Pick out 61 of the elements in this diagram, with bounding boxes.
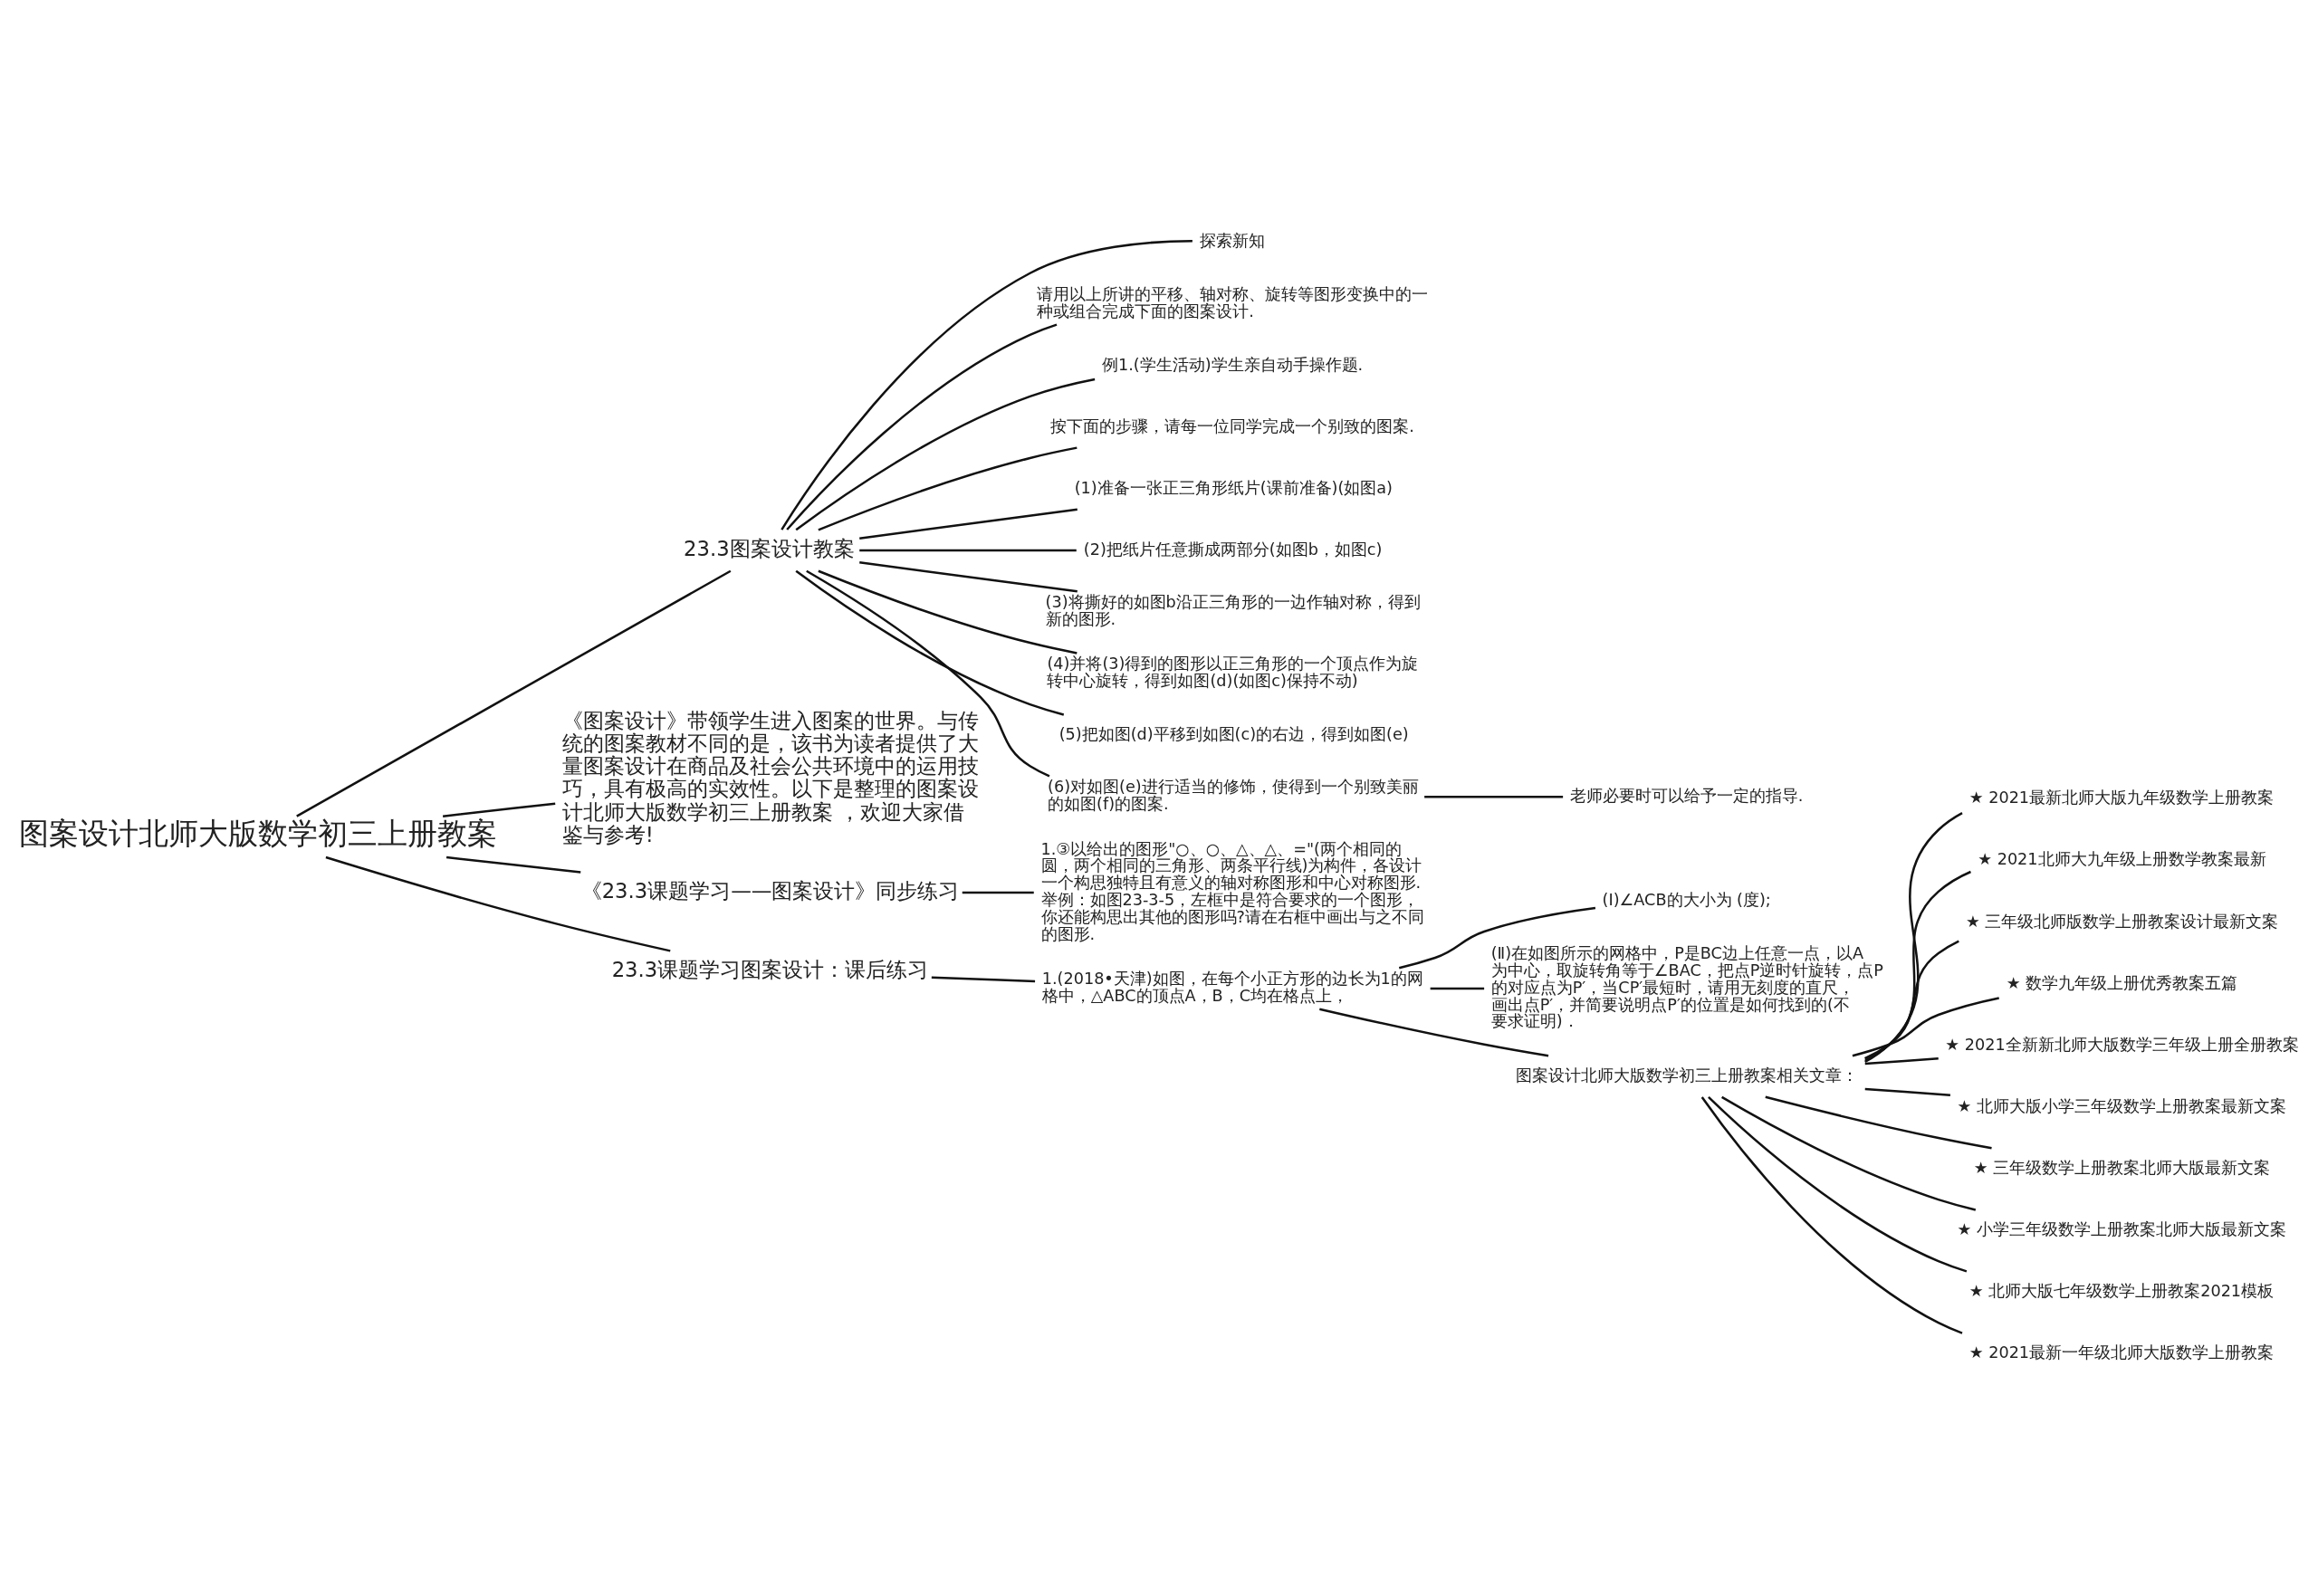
connector — [806, 569, 1050, 778]
connector — [1864, 1087, 1950, 1096]
connector — [325, 855, 671, 952]
node-text: (2)把纸片任意撕成两部分(如图b，如图c) — [1083, 540, 1383, 559]
connector — [1864, 812, 1963, 1064]
connector — [786, 323, 1058, 530]
node-text: 老师必要时可以给予一定的指导. — [1569, 786, 1804, 805]
node-text: ★ 三年级北师版数学上册教案设计最新文案 — [1966, 912, 2279, 931]
connector — [1864, 870, 1971, 1062]
connector — [859, 549, 1077, 552]
node-text: 例1.(学生活动)学生亲自动手操作题. — [1101, 355, 1364, 374]
node-text: 《23.3课题学习——图案设计》同步练习 — [580, 878, 960, 903]
node-text: ★ 数学九年级上册优秀教案五篇 — [2006, 973, 2238, 992]
node-text: 请用以上所讲的平移、轴对称、旋转等图形变换中的一种或组合完成下面的图案设计. — [1037, 284, 1429, 320]
node-text: ★ 2021全新新北师大版数学三年级上册全册教案 — [1945, 1035, 2299, 1054]
node-text: (5)把如图(d)平移到如图(c)的右边，得到如图(e) — [1058, 724, 1409, 743]
connector — [931, 976, 1036, 983]
node-text: 图案设计北师大版数学初三上册教案 — [18, 817, 497, 852]
node-text: 1.(2018•天津)如图，在每个小正方形的边长为1的网格中，△ABC的顶点A，B，C均在格点上， — [1041, 970, 1423, 1006]
connector — [818, 446, 1078, 531]
connector — [445, 855, 581, 874]
connector — [859, 508, 1078, 540]
connector — [1430, 987, 1485, 990]
connector — [296, 569, 732, 817]
connector — [795, 569, 1065, 716]
node-text: (Ⅱ)在如图所示的网格中，P是BC边上任意一点，以A为中心，取旋转角等于∠BAC，把点P逆时针旋转，点P的对应点为P′，当CP′最短时，请用无刻度的直尺，画出点P′，并简要说明点P′的位置是如何找到的(不要求证明)． — [1490, 943, 1883, 1031]
node-text: ★ 小学三年级数学上册教案北师大版最新文案 — [1957, 1219, 2286, 1238]
connector — [1864, 1057, 1939, 1066]
node-text: 按下面的步骤，请每一位同学完成一个别致的图案. — [1050, 416, 1414, 435]
node-text: (1)准备一张正三角形纸片(课前准备)(如图a) — [1074, 478, 1394, 497]
node-text: (I)∠ACB的大小为 (度); — [1602, 890, 1771, 909]
connector — [443, 802, 556, 817]
connector — [1700, 1096, 1963, 1334]
connector — [1765, 1095, 1992, 1150]
node-text: ★ 2021北师大九年级上册数学教案最新 — [1978, 850, 2266, 869]
node-text: (6)对如图(e)进行适当的修饰，使得到一个别致美丽的如图(f)的图案. — [1048, 778, 1419, 814]
node-text: ★ 2021最新一年级北师大版数学上册教案 — [1968, 1343, 2275, 1362]
node-text: 1.③以给出的图形"○、○、△、△、="(两个相同的圆，两个相同的三角形、两条平行线)为构件，各设计一个构思独特且有意义的轴对称图形和中心对称图形.举例：如图23-3-5，左框中是符合要求的一个图形，你还能构思出其他的图形吗?请在右框中画出与之不同的图形. — [1040, 839, 1424, 944]
node-text: (3)将撕好的如图b沿正三角形的一边作轴对称，得到新的图形. — [1045, 593, 1421, 629]
node-text: ★ 北师大版小学三年级数学上册教案最新文案 — [1957, 1096, 2286, 1115]
node-text: ★ 北师大版七年级数学上册教案2021模板 — [1968, 1281, 2275, 1300]
connector — [962, 891, 1034, 894]
connector — [1720, 1095, 1977, 1211]
connector — [1852, 997, 1999, 1057]
node-text: (4)并将(3)得到的图形以正三角形的一个顶点作为旋转中心旋转，得到如图(d)(如图c)保持不动) — [1047, 655, 1419, 691]
connector — [781, 239, 1193, 530]
connector — [1864, 940, 1959, 1060]
node-text: 图案设计北师大版数学初三上册教案相关文章： — [1515, 1066, 1858, 1085]
connector — [1398, 906, 1596, 970]
node-text: ★ 2021最新北师大版九年级数学上册教案 — [1968, 788, 2275, 808]
connector — [1319, 1008, 1549, 1057]
connector — [795, 377, 1096, 531]
connector — [859, 561, 1078, 593]
node-text: 23.3图案设计教案 — [684, 536, 855, 560]
node-text: ★ 三年级数学上册教案北师大版最新文案 — [1973, 1158, 2271, 1177]
node-text: 《图案设计》带领学生进入图案的世界。与传统的图案教材不同的是，该书为读者提供了大量图案设计在商品及社会公共环境中的运用技巧，具有极高的实效性。以下是整理的图案设计北师大版数学初三上册教案 ，欢迎大家借鉴与参考! — [561, 708, 979, 846]
node-text: 23.3课题学习图案设计：课后练习 — [611, 957, 929, 981]
connector — [818, 569, 1078, 655]
node-text: 探索新知 — [1199, 232, 1265, 251]
connector — [1708, 1095, 1968, 1273]
connector — [1424, 796, 1564, 798]
